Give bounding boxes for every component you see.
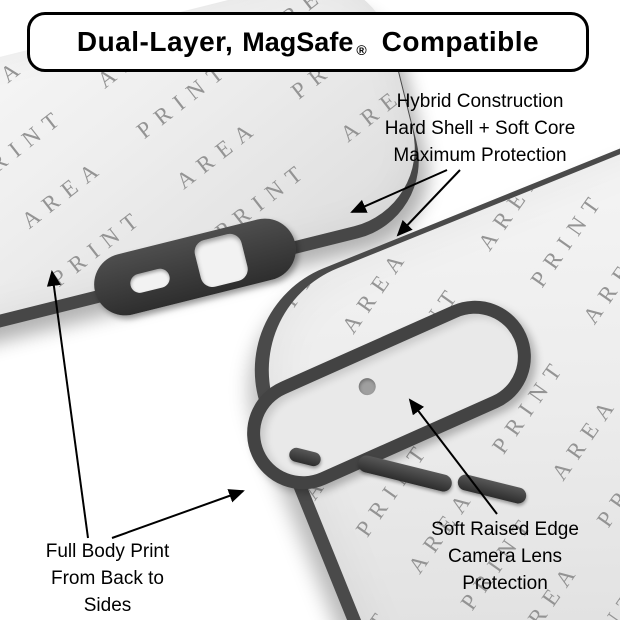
callout-line: From Back to [51,568,164,589]
arrow-hybrid-1 [350,169,448,213]
callout-line: Sides [83,595,132,616]
callout-full-body-print: Full Body Print From Back to Sides [15,538,200,619]
callout-line: Hybrid Construction [396,91,564,112]
arrow-camera [408,398,498,515]
title-compatible: Compatible [381,26,540,57]
callout-line: Maximum Protection [393,145,567,166]
arrow-fullbody-1 [46,270,89,539]
callout-soft-raised-edge: Soft Raised Edge Camera Lens Protection [398,516,612,597]
title-banner: Dual-Layer, MagSafe ® Compatible [27,12,589,72]
title-dual-layer: Dual-Layer, [76,26,234,57]
callout-line: Hard Shell + Soft Core [384,118,576,139]
callout-line: Soft Raised Edge [431,519,579,540]
callout-line: Full Body Print [45,541,170,562]
title-magsafe: MagSafe [242,26,354,57]
arrow-fullbody-2 [111,489,245,539]
arrow-hybrid-2 [396,169,461,237]
callout-line: Camera Lens [447,546,563,567]
registered-mark: ® [356,42,367,58]
callout-hybrid-construction: Hybrid Construction Hard Shell + Soft Co… [352,88,608,169]
callout-line: Protection [462,573,548,594]
